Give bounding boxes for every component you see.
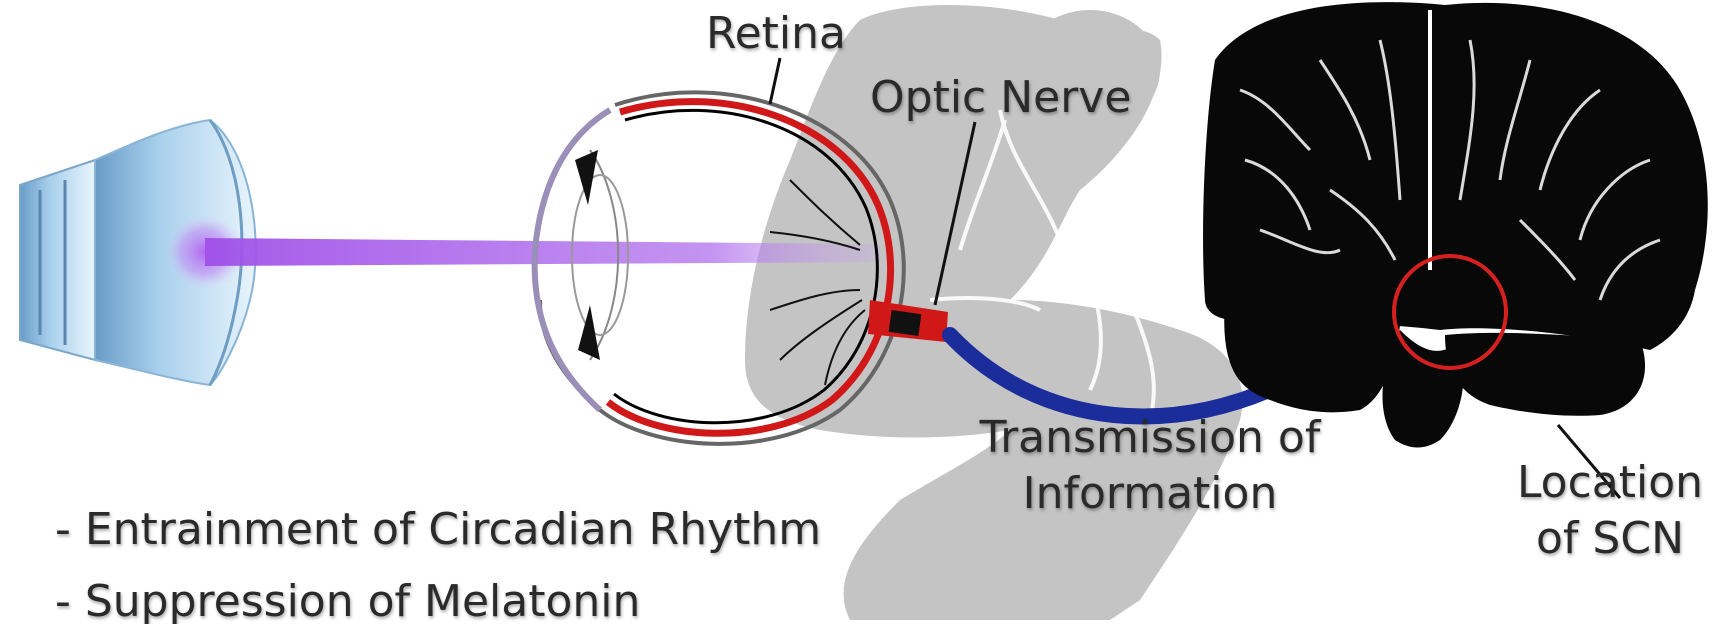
transmission-label: Transmission of Information (940, 410, 1360, 522)
bullet-item: - Entrainment of Circadian Rhythm (55, 502, 821, 558)
transmission-label-line2: Information (940, 466, 1360, 522)
bullet-item: - Suppression of Melatonin (55, 574, 640, 624)
optic-nerve-label: Optic Nerve (870, 70, 1131, 126)
scn-label-line2: of SCN (1505, 511, 1714, 567)
scn-label-line1: Location (1505, 455, 1714, 511)
transmission-label-line1: Transmission of (940, 410, 1360, 466)
brain-illustration (1203, 2, 1708, 447)
retina-label: Retina (706, 6, 846, 62)
scn-location-label: Location of SCN (1505, 455, 1714, 567)
